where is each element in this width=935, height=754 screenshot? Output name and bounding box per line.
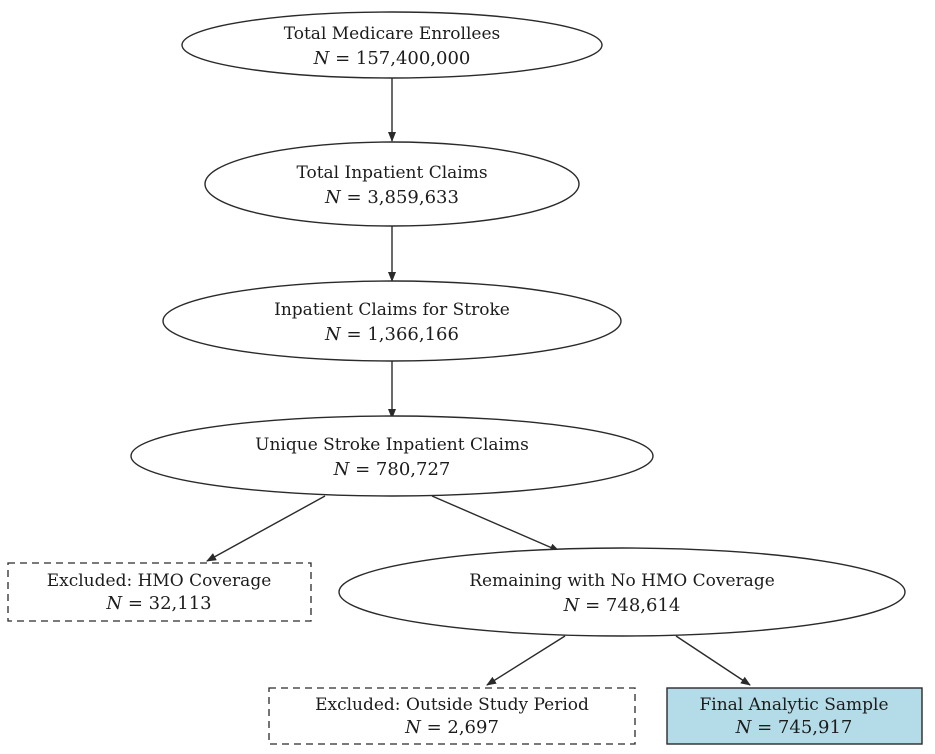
node-unique-stroke: Unique Stroke Inpatient Claims N = 780,7… [130,415,654,497]
node-excluded-period-count: N = 2,697 [404,717,499,738]
node-excluded-hmo-count: N = 32,113 [105,593,211,614]
arrow-unique-to-excluded-hmo [206,495,326,562]
node-stroke-claims: Inpatient Claims for Stroke N = 1,366,16… [162,280,622,362]
node-inpatient-claims-title: Total Inpatient Claims [296,163,487,183]
arrow-unique-to-remaining [431,495,560,552]
node-stroke-claims-title: Inpatient Claims for Stroke [274,300,510,320]
node-excluded-hmo-title: Excluded: HMO Coverage [47,571,272,591]
node-unique-stroke-count: N = 780,727 [333,459,451,480]
node-unique-stroke-title: Unique Stroke Inpatient Claims [255,435,529,455]
node-remaining-no-hmo: Remaining with No HMO Coverage N = 748,6… [338,547,906,637]
arrow-remaining-to-final [675,635,751,686]
node-remaining-no-hmo-count: N = 748,614 [563,595,681,616]
node-stroke-claims-count: N = 1,366,166 [324,324,459,345]
node-total-enrollees-title: Total Medicare Enrollees [284,24,501,44]
node-remaining-no-hmo-title: Remaining with No HMO Coverage [469,571,775,591]
node-final-sample: Final Analytic Sample N = 745,917 [666,687,923,745]
node-total-enrollees-count: N = 157,400,000 [313,48,471,69]
node-excluded-hmo: Excluded: HMO Coverage N = 32,113 [7,562,312,622]
node-total-enrollees: Total Medicare Enrollees N = 157,400,000 [181,11,603,79]
node-excluded-period: Excluded: Outside Study Period N = 2,697 [268,687,636,745]
node-final-sample-title: Final Analytic Sample [699,695,888,715]
node-final-sample-count: N = 745,917 [735,717,853,738]
node-inpatient-claims-count: N = 3,859,633 [324,187,459,208]
node-inpatient-claims: Total Inpatient Claims N = 3,859,633 [204,141,580,227]
arrow-remaining-to-excluded-period [486,635,566,686]
node-excluded-period-title: Excluded: Outside Study Period [315,695,589,715]
